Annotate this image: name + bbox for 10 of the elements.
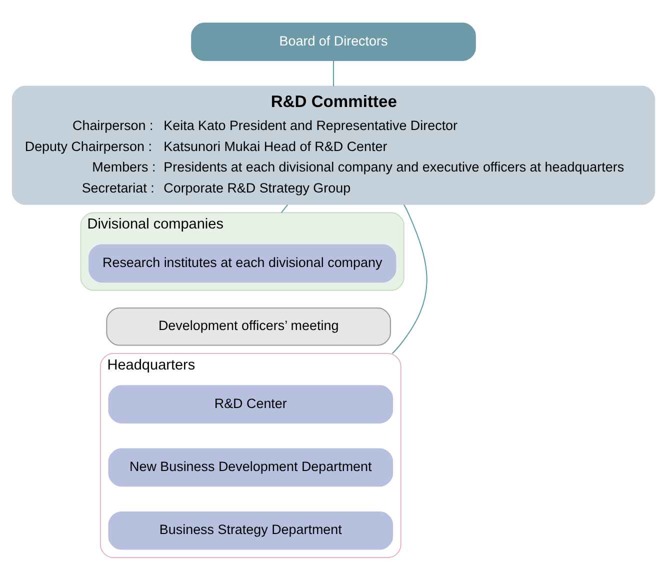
node-box: R&D Committee Chairperson : Keita Kato President and Representative Director Deputy Chairperson : Katsunori Mukai Head of R&D Center Members : Presidents at each divisional company and executive officers at headquarters Secretariat : Corporate R&D Strategy Group xyxy=(12,85,656,204)
node-box: Business Strategy Department xyxy=(108,510,394,550)
node-box: R&D Center xyxy=(108,384,394,423)
connector xyxy=(332,60,334,86)
node-box: Development officers’ meeting xyxy=(106,306,391,346)
node-box: Research institutes at each divisional company xyxy=(88,244,396,282)
node-box: Board of Directors xyxy=(191,22,476,60)
connector xyxy=(392,204,428,354)
node-box: New Business Development Department xyxy=(108,448,394,486)
connector xyxy=(281,204,288,212)
